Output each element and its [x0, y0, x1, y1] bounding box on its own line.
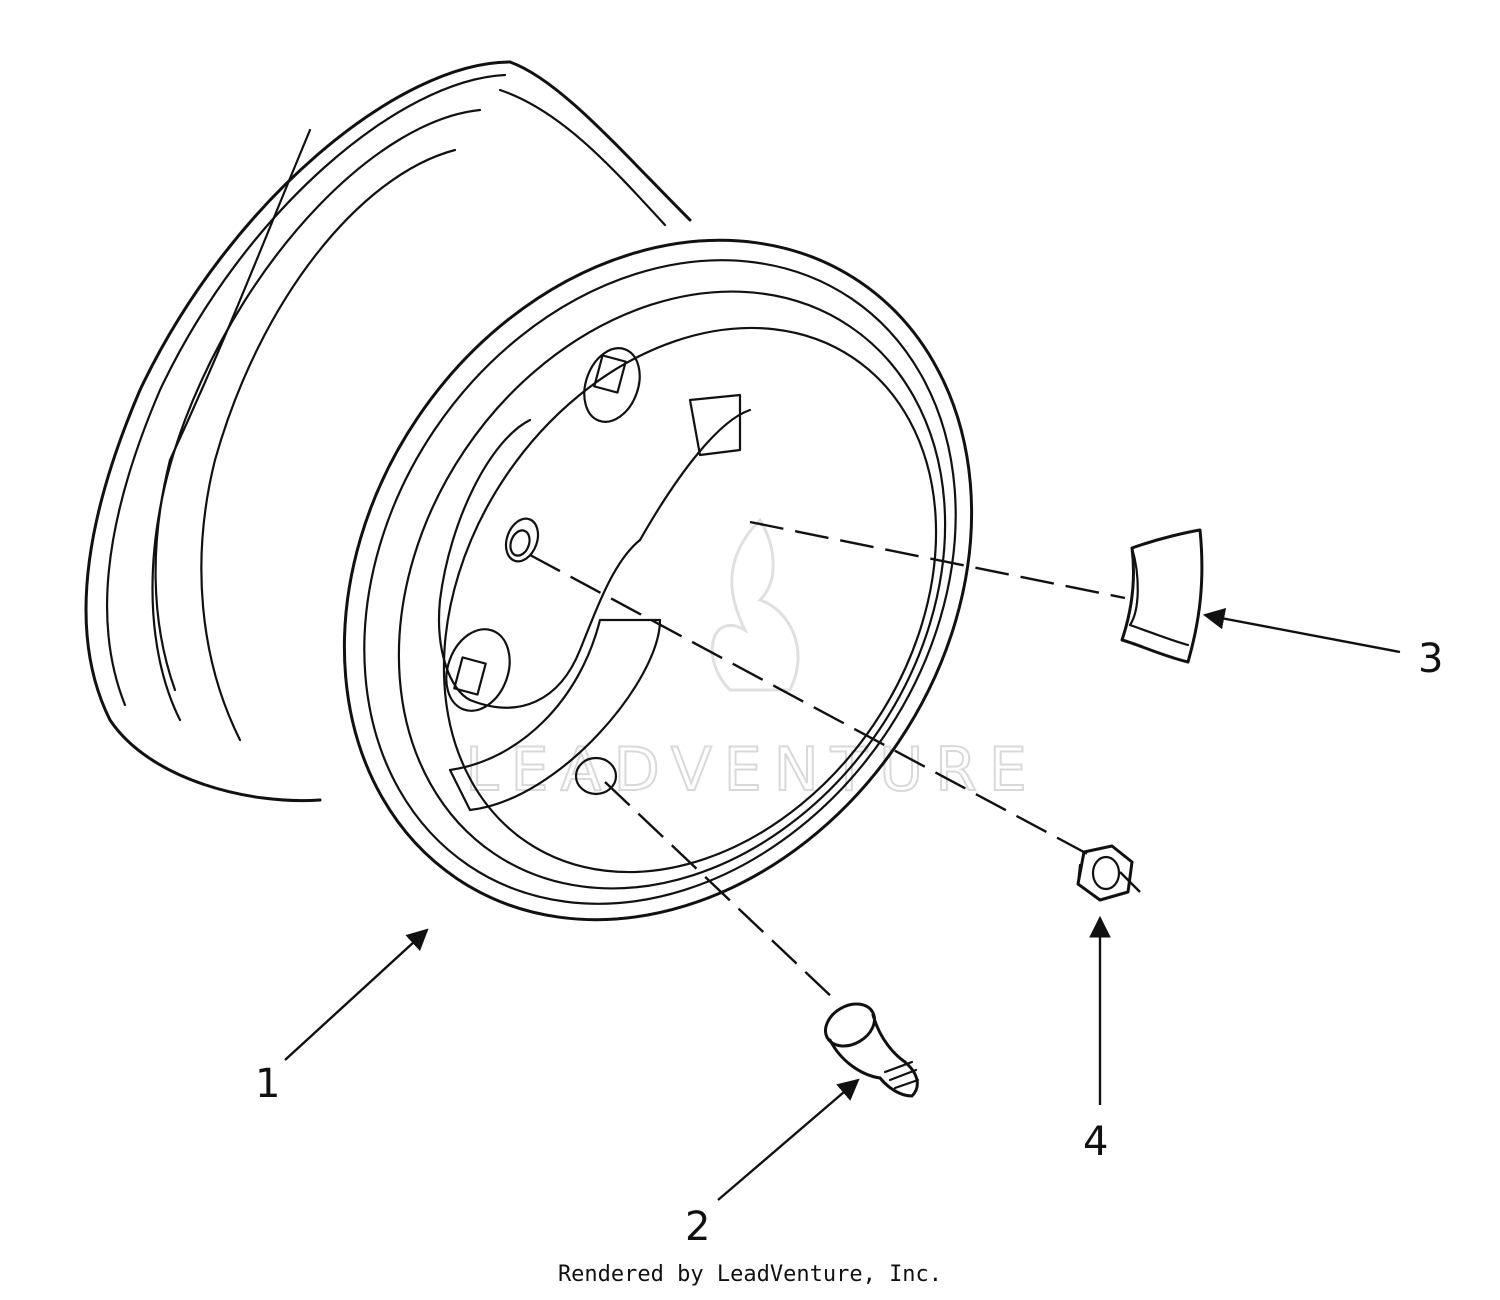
bolt-hole-upper	[583, 347, 641, 423]
wheel-weight	[1120, 528, 1204, 664]
callout-4: 4	[1083, 1119, 1108, 1165]
watermark-flame-icon	[710, 517, 800, 692]
callout-2: 2	[685, 1204, 710, 1250]
valve-stem	[824, 1002, 920, 1098]
footer-credit: Rendered by LeadVenture, Inc.	[557, 1262, 943, 1287]
leader-3	[1202, 608, 1401, 654]
watermark-text: LEADVENTURE	[465, 735, 1039, 805]
leader-2	[717, 1078, 860, 1201]
leader-1	[284, 928, 429, 1061]
wheel-rim	[84, 60, 974, 922]
leader-lines	[284, 608, 1401, 1201]
callout-1: 1	[255, 1061, 280, 1107]
valve-stem-hole	[574, 756, 618, 796]
callout-3: 3	[1418, 636, 1443, 682]
hex-nut	[1076, 844, 1134, 902]
callouts: 1 2 3 4	[255, 636, 1443, 1250]
stud-hole	[504, 517, 540, 563]
bolt-hole-lower	[445, 628, 511, 712]
